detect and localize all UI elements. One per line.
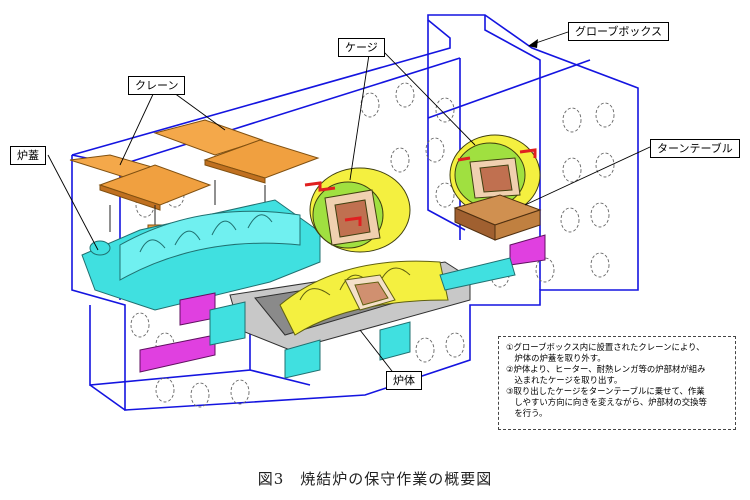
cage-on-turntable bbox=[449, 134, 541, 216]
turntable bbox=[453, 194, 542, 241]
crane bbox=[69, 119, 320, 240]
cage-in-transit bbox=[304, 167, 411, 253]
turntable-label: ターンテーブル bbox=[650, 139, 740, 158]
note-line: ②炉体より、ヒーター、耐熱レンガ等の炉部材が組み bbox=[506, 364, 706, 374]
note-line: 炉体の炉蓋を取り外す。 bbox=[506, 353, 606, 363]
lid-label: 炉蓋 bbox=[10, 146, 46, 165]
procedure-notes: ①グローブボックス内に設置されたクレーンにより、 炉体の炉蓋を取り外す。 ②炉体… bbox=[498, 336, 736, 430]
glovebox-arrow-head bbox=[528, 39, 538, 48]
cage-label: ケージ bbox=[338, 38, 385, 57]
note-line: 込まれたケージを取り出す。 bbox=[506, 375, 623, 385]
furnace-body bbox=[279, 260, 449, 336]
note-line: ③取り出したケージをターンテーブルに乗せて、作業 bbox=[506, 386, 705, 396]
glovebox-label: グローブボックス bbox=[568, 22, 670, 41]
furnace-lid bbox=[81, 199, 321, 311]
note-line: しやすい方向に向きを変えながら、炉部材の交換等 bbox=[506, 397, 707, 407]
crane-label: クレーン bbox=[128, 76, 186, 95]
note-line: ①グローブボックス内に設置されたクレーンにより、 bbox=[506, 342, 705, 352]
figure-caption: 図3 焼結炉の保守作業の概要図 bbox=[257, 470, 493, 488]
rails bbox=[209, 257, 516, 379]
note-line: を行う。 bbox=[506, 408, 548, 418]
furnace-body-label: 炉体 bbox=[386, 371, 422, 390]
